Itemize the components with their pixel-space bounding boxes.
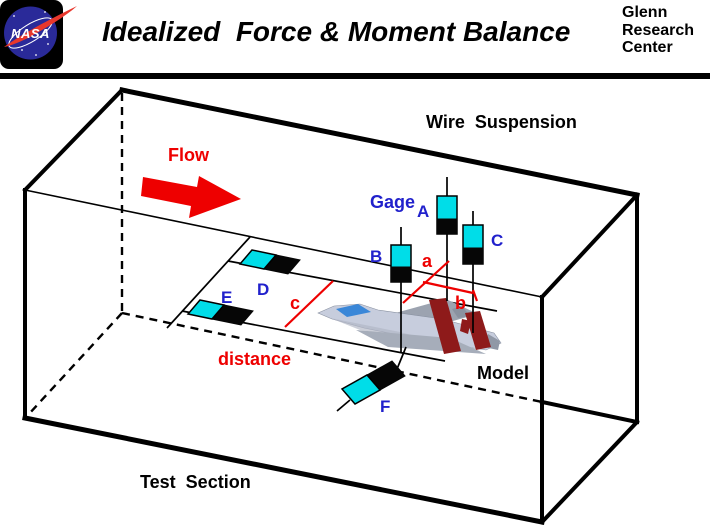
dim-a-label: a (422, 251, 433, 271)
distance-label: distance (218, 349, 291, 369)
edge-top-left (22, 87, 125, 193)
edge-bottom-right (539, 419, 640, 525)
dim-c-label: c (290, 293, 300, 313)
nasa-logo: NASA (0, 0, 77, 69)
edge-bottom-back-visible (539, 399, 640, 425)
edge-top-front (24, 189, 543, 298)
page-title: Idealized Force & Moment Balance (102, 16, 571, 47)
dim-line-c (284, 280, 334, 328)
gage-f (340, 360, 406, 405)
model-tail-fin (452, 306, 470, 318)
org-line3: Center (622, 39, 673, 56)
model-stripe-rear (465, 311, 491, 350)
org-line2: Research (622, 21, 695, 39)
gage-b-label: B (370, 247, 382, 266)
edge-bottom-front (22, 415, 545, 525)
gage-c (462, 224, 484, 265)
logo-swoosh-icon (4, 6, 77, 47)
gage-b (390, 244, 412, 283)
gage-d-label: D (257, 280, 269, 299)
test-section-label: Test Section (140, 472, 251, 492)
gage-a (436, 195, 458, 235)
logo-stars (13, 11, 49, 56)
aircraft-model (317, 298, 502, 354)
model-label: Model (477, 363, 529, 383)
dim-line-b (422, 280, 474, 295)
header-divider (0, 73, 710, 79)
test-section-box (22, 87, 640, 525)
gage-e-body (186, 299, 226, 320)
gage-e (186, 299, 254, 326)
wire-suspension-label: Wire Suspension (426, 112, 577, 132)
hidden-edges (27, 93, 543, 416)
model-stripe-front (429, 298, 461, 354)
flow-arrow-icon (141, 176, 241, 218)
gage-f-label: F (380, 397, 390, 416)
lift-wires (336, 177, 474, 412)
gage-a-label: A (417, 202, 429, 221)
gage-d (238, 249, 301, 275)
model-marking (460, 319, 471, 334)
dim-line-b-tick (471, 289, 479, 302)
org-name: Glenn Research Center (622, 4, 694, 57)
model-canopy (336, 304, 371, 317)
gage-b-base (390, 266, 412, 283)
edge-top-back (119, 87, 640, 198)
gage-c-base (462, 247, 484, 265)
gage-e-label: E (221, 288, 232, 307)
flow-label: Flow (168, 145, 210, 165)
dimension-lines (284, 260, 479, 328)
wire-f-upper (396, 346, 407, 370)
org-line1: Glenn (622, 4, 668, 21)
gage-label: Gage (370, 192, 415, 212)
gage-d-body (238, 249, 278, 270)
gage-a-base (436, 218, 458, 235)
nasa-logo-text: NASA (11, 26, 50, 41)
wire-f-lower (336, 399, 351, 412)
edge-bottom-back-long (121, 311, 543, 404)
gage-c-label: C (491, 231, 503, 250)
edge-bottom-back-left (27, 312, 123, 416)
wall-attachment-line (166, 236, 251, 329)
edge-top-right (539, 192, 640, 300)
dim-b-label: b (455, 293, 466, 313)
gage-f-body (340, 374, 382, 405)
